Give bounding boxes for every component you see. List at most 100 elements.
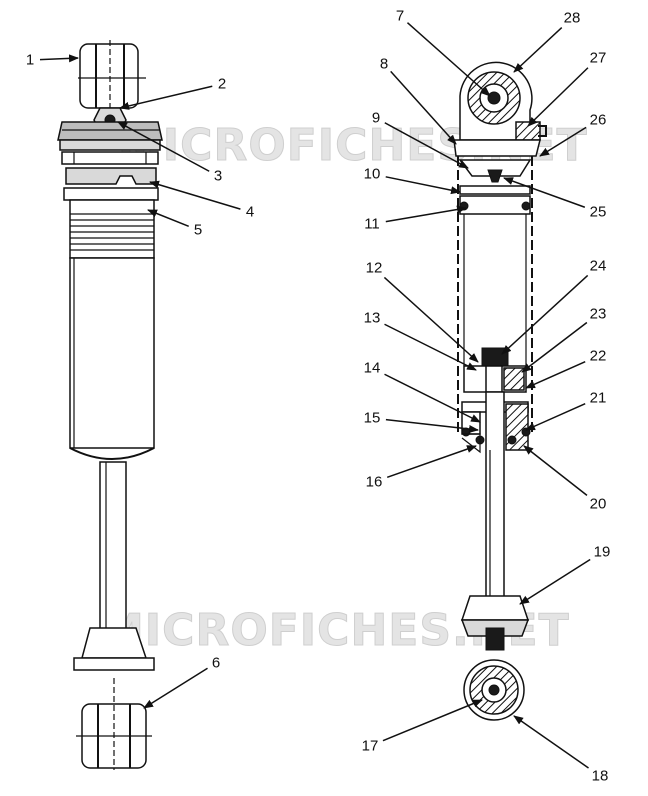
callout-14: 14 — [364, 360, 481, 423]
callout-1: 1 — [26, 52, 79, 69]
callout-28: 28 — [513, 10, 581, 73]
callout-label-3: 3 — [214, 168, 222, 185]
callout-leader-26 — [539, 126, 587, 157]
callout-leader-2 — [119, 85, 213, 110]
callout-label-8: 8 — [380, 56, 388, 73]
callout-24: 24 — [501, 258, 607, 355]
callout-20: 20 — [523, 445, 607, 513]
callout-leader-10 — [385, 176, 461, 195]
callout-25: 25 — [503, 177, 607, 221]
callout-label-26: 26 — [590, 112, 607, 129]
callout-leader-19 — [519, 558, 591, 605]
callout-label-20: 20 — [590, 496, 607, 513]
callout-label-10: 10 — [364, 166, 381, 183]
callout-leader-15 — [385, 418, 479, 433]
callout-11: 11 — [364, 205, 467, 233]
callout-label-13: 13 — [364, 310, 381, 327]
callout-leader-23 — [521, 321, 588, 373]
callout-18: 18 — [513, 715, 609, 785]
callout-16: 16 — [366, 445, 477, 491]
callout-label-9: 9 — [372, 110, 380, 127]
callout-3: 3 — [117, 121, 222, 185]
callout-5: 5 — [147, 209, 202, 239]
callout-label-14: 14 — [364, 360, 381, 377]
callout-leader-9 — [384, 122, 469, 169]
piston-rod — [99, 461, 127, 631]
callout-label-5: 5 — [194, 222, 202, 239]
callout-leader-24 — [501, 274, 589, 355]
callout-label-18: 18 — [592, 768, 609, 785]
callout-leader-8 — [390, 70, 457, 145]
callout-leader-13 — [384, 323, 477, 371]
callout-leader-1 — [39, 54, 79, 63]
callout-leader-11 — [385, 205, 467, 223]
callout-7: 7 — [396, 8, 491, 97]
callout-label-21: 21 — [590, 390, 607, 407]
callout-label-4: 4 — [246, 204, 254, 221]
valve-seat — [487, 169, 503, 183]
callout-leader-7 — [406, 22, 491, 97]
piston-nut — [481, 347, 509, 367]
callout-9: 9 — [372, 110, 469, 169]
callout-13: 13 — [364, 310, 477, 371]
callout-leader-5 — [147, 209, 189, 227]
callout-label-2: 2 — [218, 76, 226, 93]
callout-label-1: 1 — [26, 52, 34, 69]
callout-label-17: 17 — [362, 738, 379, 755]
callout-leader-17 — [382, 699, 483, 742]
callout-6: 6 — [143, 655, 220, 709]
seal-retainer — [65, 167, 157, 185]
callout-15: 15 — [364, 410, 479, 433]
callout-label-25: 25 — [590, 204, 607, 221]
callout-12: 12 — [366, 260, 479, 363]
callout-label-23: 23 — [590, 306, 607, 323]
callout-label-6: 6 — [212, 655, 220, 672]
callout-8: 8 — [380, 56, 457, 145]
callout-label-19: 19 — [594, 544, 611, 561]
side-valve — [515, 121, 541, 141]
callout-21: 21 — [525, 390, 607, 431]
callout-label-12: 12 — [366, 260, 383, 277]
callout-leader-27 — [527, 67, 589, 127]
callout-22: 22 — [525, 348, 607, 389]
callout-leader-22 — [525, 361, 586, 389]
callout-label-28: 28 — [564, 10, 581, 27]
callout-26: 26 — [539, 112, 607, 157]
collar-ring — [61, 151, 159, 165]
callout-27: 27 — [527, 50, 607, 127]
callout-leader-6 — [143, 667, 208, 709]
callout-leader-12 — [383, 276, 479, 363]
callout-layer: 1234567891011121314151617181920212223242… — [26, 8, 611, 785]
callout-label-22: 22 — [590, 348, 607, 365]
callout-label-15: 15 — [364, 410, 381, 427]
callout-19: 19 — [519, 544, 611, 605]
callout-23: 23 — [521, 306, 607, 373]
callout-2: 2 — [119, 76, 226, 110]
callout-label-7: 7 — [396, 8, 404, 25]
lower-bumper — [81, 627, 148, 659]
callout-label-11: 11 — [364, 216, 380, 233]
assembled-shock — [57, 40, 163, 770]
top-eye-bushing — [79, 43, 139, 109]
callout-leader-28 — [513, 26, 563, 73]
shock-body — [69, 257, 155, 449]
callout-leader-3 — [117, 121, 210, 172]
callout-10: 10 — [364, 166, 461, 195]
callout-label-16: 16 — [366, 474, 383, 491]
callout-label-27: 27 — [590, 50, 607, 67]
callout-leader-20 — [523, 445, 588, 496]
section-piston-rod — [485, 391, 505, 601]
floating-piston — [459, 185, 531, 195]
body-cap — [453, 139, 541, 157]
callout-leader-25 — [503, 177, 586, 208]
threaded-body — [69, 199, 155, 259]
callout-leader-4 — [149, 180, 241, 210]
callout-leader-21 — [525, 403, 586, 431]
callout-label-24: 24 — [590, 258, 607, 275]
callout-leader-16 — [386, 445, 477, 479]
callout-leader-14 — [384, 373, 481, 423]
callout-4: 4 — [149, 180, 254, 221]
section-bumper — [460, 595, 530, 621]
